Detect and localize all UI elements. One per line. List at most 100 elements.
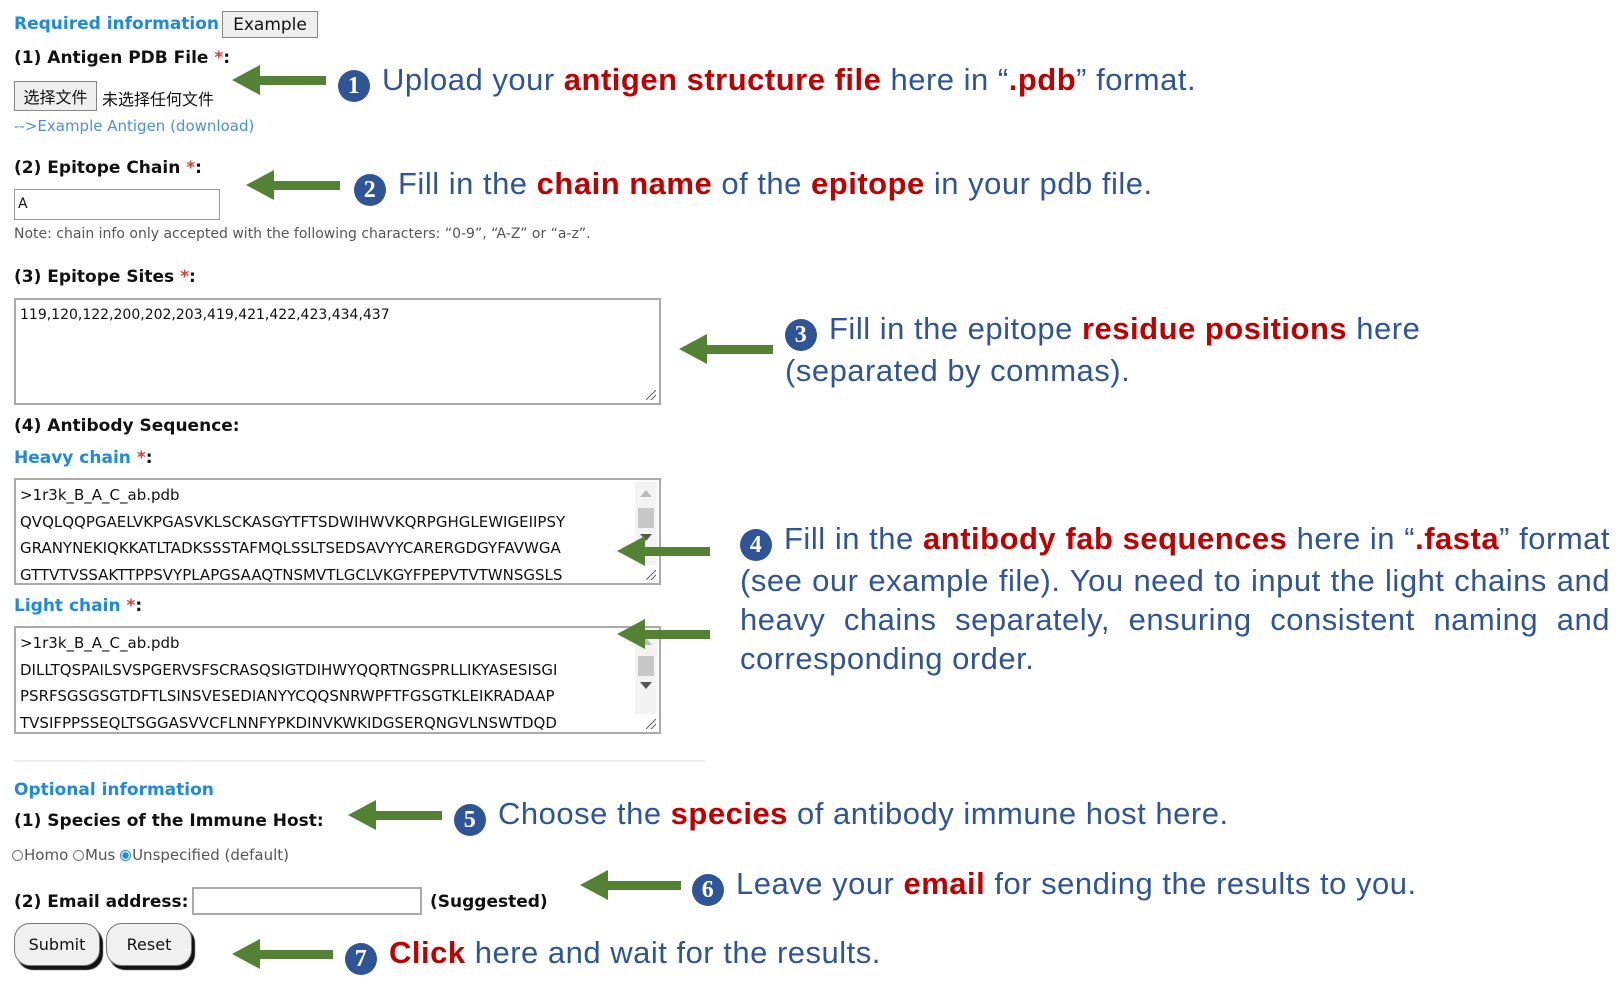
label-text: (2) Epitope Chain: [14, 158, 187, 178]
reset-button[interactable]: Reset: [106, 923, 192, 966]
required-star: *: [136, 448, 146, 468]
example-button[interactable]: Example: [222, 11, 318, 38]
email-label: (2) Email address:: [14, 892, 189, 912]
step-number-icon: 5: [454, 804, 486, 836]
arrow-icon: [617, 619, 710, 649]
epitope-sites-label: (3) Epitope Sites *:: [14, 267, 196, 287]
step-number-icon: 4: [740, 529, 772, 561]
annotation-highlight: species: [670, 796, 788, 831]
annotation-highlight: epitope: [811, 166, 925, 201]
label-text: Heavy chain: [14, 448, 137, 468]
annotation-text: Fill in the: [784, 521, 924, 556]
colon: :: [195, 158, 202, 178]
annotation-highlight: Click: [389, 935, 466, 970]
step-number-icon: 6: [692, 874, 724, 906]
resize-handle-icon[interactable]: [646, 719, 656, 729]
annotation-text: here in “: [881, 62, 1009, 97]
annotation-highlight: email: [903, 866, 986, 901]
arrow-icon: [580, 870, 681, 900]
submit-button[interactable]: Submit: [14, 923, 100, 966]
heavy-chain-textarea[interactable]: >1r3k_B_A_C_ab.pdb QVQLQQPGAELVKPGASVKLS…: [14, 478, 661, 585]
radio-homo[interactable]: Homo: [12, 846, 68, 864]
arrow-icon: [617, 536, 710, 566]
arrow-icon: [232, 65, 326, 95]
radio-selected-icon[interactable]: [120, 850, 132, 861]
annotation-highlight: .pdb: [1008, 62, 1077, 97]
radio-label: Homo: [24, 846, 69, 864]
optional-info-heading: Optional information: [14, 780, 214, 800]
light-chain-textarea[interactable]: >1r3k_B_A_C_ab.pdb DILLTQSPAILSVSPGERVSF…: [14, 626, 661, 734]
scroll-up-icon[interactable]: [640, 490, 652, 497]
annotation-highlight: chain name: [536, 166, 713, 201]
annotation-6: 6 Leave your email for sending the result…: [692, 866, 1417, 906]
scroll-up-icon[interactable]: [640, 638, 652, 645]
no-file-text: 未选择任何文件: [102, 90, 215, 109]
radio-label: Mus: [85, 846, 116, 864]
resize-handle-icon[interactable]: [646, 570, 656, 580]
epitope-chain-label: (2) Epitope Chain *:: [14, 158, 202, 178]
annotation-highlight: .fasta: [1415, 521, 1500, 556]
colon: :: [188, 267, 196, 287]
scroll-down-icon[interactable]: [640, 682, 652, 689]
species-radio-group: Homo Mus Unspecified (default): [12, 846, 289, 864]
annotation-text: of antibody immune host here.: [787, 796, 1229, 831]
annotation-highlight: antibody fab sequences: [923, 521, 1288, 556]
antigen-file-label: (1) Antigen PDB File *:: [14, 48, 230, 68]
scroll-thumb[interactable]: [638, 508, 654, 528]
annotation-7: 7 Click here and wait for the results.: [345, 935, 881, 975]
radio-icon[interactable]: [12, 850, 23, 861]
scroll-down-icon[interactable]: [640, 534, 652, 541]
step-number-icon: 3: [785, 319, 817, 351]
annotation-highlight: antigen structure file: [563, 62, 882, 97]
resize-handle-icon[interactable]: [646, 390, 656, 400]
email-input[interactable]: [192, 887, 422, 915]
label-text: (1) Antigen PDB File: [14, 48, 215, 68]
label-text: (3) Epitope Sites: [14, 267, 181, 287]
annotation-highlight: residue positions: [1081, 311, 1348, 346]
annotation-text: ” format.: [1076, 62, 1197, 97]
annotation-text: ” format (see our example file). You nee…: [740, 521, 1611, 676]
scroll-thumb[interactable]: [638, 656, 654, 676]
arrow-icon: [232, 939, 333, 969]
example-antigen-link[interactable]: -->Example Antigen (download): [14, 117, 255, 135]
radio-icon[interactable]: [73, 850, 85, 861]
arrow-icon: [246, 170, 340, 200]
annotation-text: Leave your: [736, 866, 904, 901]
radio-unspecified[interactable]: Unspecified (default): [120, 846, 289, 864]
annotation-text: here in “: [1287, 521, 1416, 556]
sequence-line: GTTVTVSSAKTTPPSVYPLAPGSAAQTNSMVTLGCLVKGY…: [20, 565, 563, 584]
chain-note: Note: chain info only accepted with the …: [14, 226, 591, 242]
annotation-text: for sending the results to you.: [985, 866, 1417, 901]
step-number-icon: 7: [345, 943, 377, 975]
annotation-text: in your pdb file.: [924, 166, 1153, 201]
sequence-line: QVQLQQPGAELVKPGASVKLSCKASGYTFTSDWIHWVKQR…: [20, 512, 566, 531]
sequence-line: >1r3k_B_A_C_ab.pdb: [20, 634, 180, 652]
annotation-4: 4 Fill in the antibody fab sequences here…: [740, 519, 1610, 678]
required-star: *: [126, 596, 136, 616]
textarea-value: 119,120,122,200,202,203,419,421,422,423,…: [20, 307, 390, 323]
annotation-text: here and wait for the results.: [465, 935, 881, 970]
colon: :: [145, 448, 153, 468]
epitope-chain-input[interactable]: A: [14, 189, 220, 220]
sequence-line: GRANYNEKIQKKATLTADKSSSTAFMQLSSLTSEDSAVYY…: [20, 539, 561, 557]
annotation-2: 2 Fill in the chain name of the epitope i…: [354, 166, 1153, 206]
choose-file-button[interactable]: 选择文件: [14, 81, 97, 111]
annotation-text: Fill in the epitope: [829, 311, 1082, 346]
annotation-text: Fill in the: [398, 166, 537, 201]
required-star: *: [180, 267, 189, 287]
antibody-sequence-label: (4) Antibody Sequence:: [14, 416, 240, 436]
step-number-icon: 1: [338, 70, 370, 102]
heavy-chain-label: Heavy chain *:: [14, 448, 153, 468]
scrollbar[interactable]: [635, 630, 657, 714]
sequence-line: DILLTQSPAILSVSPGERVSFSCRASQSIGTDIHWYQQRT…: [20, 660, 558, 679]
required-star: *: [214, 48, 224, 68]
email-suggested-hint: (Suggested): [430, 892, 548, 912]
annotation-text: of the: [712, 166, 812, 201]
arrow-icon: [348, 800, 442, 830]
annotation-text: Choose the: [498, 796, 671, 831]
step-number-icon: 2: [354, 174, 386, 206]
epitope-sites-textarea[interactable]: 119,120,122,200,202,203,419,421,422,423,…: [14, 298, 661, 405]
radio-mus[interactable]: Mus: [73, 846, 115, 864]
